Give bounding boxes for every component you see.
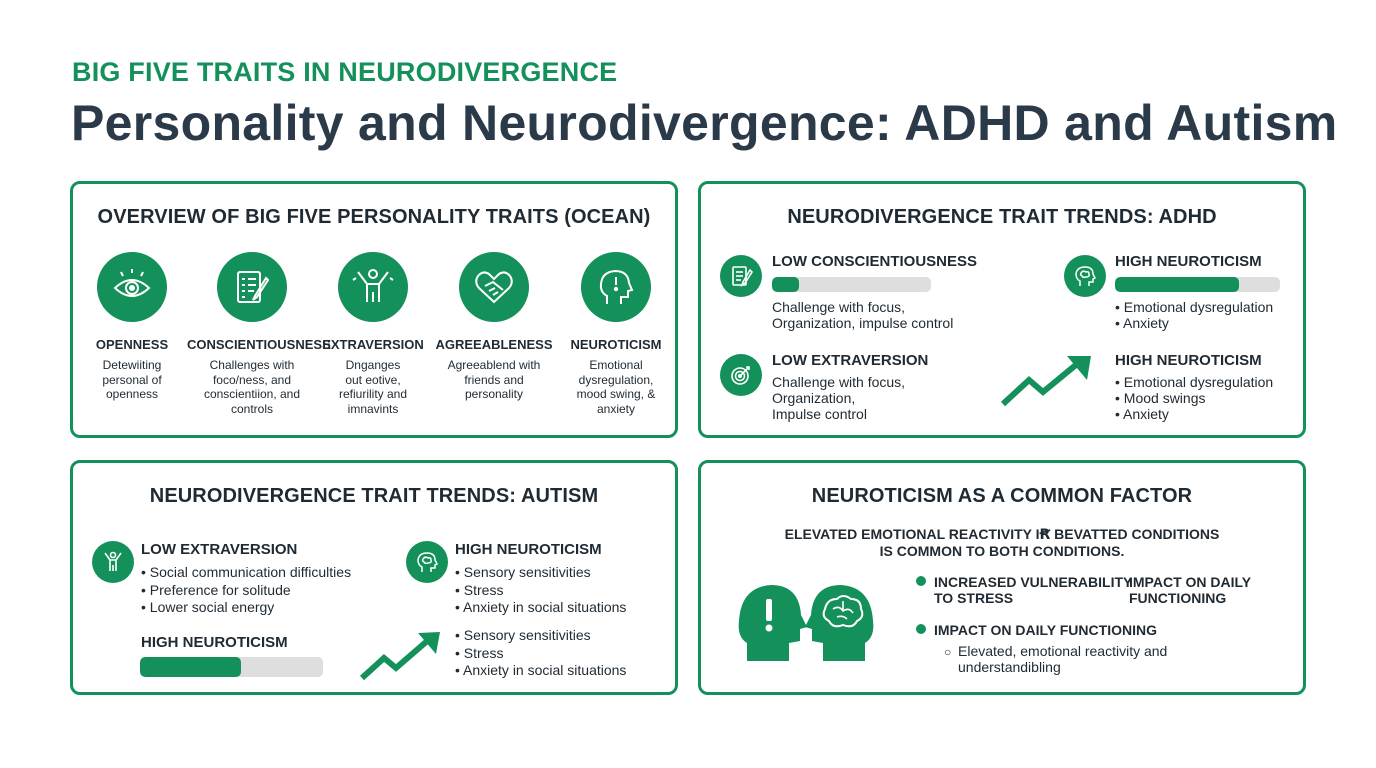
autism-low-extraversion-label: LOW EXTRAVERSION xyxy=(141,541,298,558)
bullet-dot xyxy=(916,576,926,586)
overview-title: OVERVIEW OF BIG FIVE PERSONALITY TRAITS … xyxy=(97,206,651,228)
trait-name: CONSCIENTIOUSNESS xyxy=(187,337,331,352)
checklist-icon xyxy=(217,252,287,322)
adhd-title: NEURODIVERGENCE TRAIT TRENDS: ADHD xyxy=(787,206,1217,228)
autism-high-neuroticism-label: HIGH NEUROTICISM xyxy=(455,541,602,558)
sub-bullet-marker: ○ xyxy=(944,645,952,659)
adhd-high-neuroticism-list: • Emotional dysregulation• Anxiety xyxy=(1115,299,1274,331)
autism-low-extraversion-list: • Social communication difficulties• Pre… xyxy=(141,564,352,615)
person-cheer-icon xyxy=(92,541,134,583)
common-factor-title: NEUROTICISM AS A COMMON FACTOR xyxy=(811,485,1193,507)
autism-high-neuroticism-list: • Sensory sensitivities• Stress• Anxiety… xyxy=(455,564,627,615)
bullet-dot xyxy=(916,624,926,634)
autism-panel: NEURODIVERGENCE TRAIT TRENDS: AUTISM LOW… xyxy=(70,460,678,695)
point-impact-daily-functioning: IMPACT ON DAILY FUNCTIONING xyxy=(934,622,1157,638)
adhd-low-conscientiousness-label: LOW CONSCIENTIOUSNESS xyxy=(772,253,978,270)
trait-name: NEUROTICISM xyxy=(570,337,662,352)
autism-high-neuroticism-list-2: • Sensory sensitivities• Stress• Anxiety… xyxy=(455,627,627,678)
adhd-low-extraversion-text: Challenge with focus,Organization,Impuls… xyxy=(772,374,906,422)
adhd-high-neuroticism-list-2: • Emotional dysregulation• Mood swings• … xyxy=(1115,374,1274,422)
brain-head-icon xyxy=(406,541,448,583)
heart-handshake-icon xyxy=(459,252,529,322)
adhd-panel: NEURODIVERGENCE TRAIT TRENDS: ADHD LOW C… xyxy=(698,181,1306,438)
bar-fill xyxy=(140,657,241,677)
target-icon xyxy=(720,354,762,396)
adhd-low-conscientiousness-bar xyxy=(772,277,931,292)
adhd-high-neuroticism-bar xyxy=(1115,277,1280,292)
overview-panel: OVERVIEW OF BIG FIVE PERSONALITY TRAITS … xyxy=(70,181,678,438)
bar-fill xyxy=(772,277,800,292)
adhd-high-neuroticism-label-2: HIGH NEUROTICISM xyxy=(1115,352,1262,369)
trend-up-arrow-icon xyxy=(359,632,440,681)
kicker-heading: BIG FIVE TRAITS IN NEURODIVERGENCE xyxy=(72,57,618,87)
adhd-low-extraversion-label: LOW EXTRAVERSION xyxy=(772,352,929,369)
two-heads-icon xyxy=(738,585,874,661)
eye-icon xyxy=(97,252,167,322)
person-cheer-icon xyxy=(338,252,408,322)
bar-fill xyxy=(1115,277,1239,292)
checklist-icon xyxy=(720,255,762,297)
common-factor-statement: ELEVATED EMOTIONAL REACTIVITY IꞦ BEVATTE… xyxy=(784,526,1220,559)
adhd-low-conscientiousness-text: Challenge with focus,Organization, impul… xyxy=(772,299,954,331)
autism-high-neuroticism-bar-label: HIGH NEUROTICISM xyxy=(141,634,288,651)
trend-up-arrow-icon xyxy=(1000,356,1091,407)
head-alert-icon xyxy=(581,252,651,322)
brain-head-icon xyxy=(1064,255,1106,297)
trait-name: EXTRAVERSION xyxy=(322,337,424,352)
trait-name: OPENNESS xyxy=(95,337,169,352)
page-title: Personality and Neurodivergence: ADHD an… xyxy=(71,95,1338,151)
autism-title: NEURODIVERGENCE TRAIT TRENDS: AUTISM xyxy=(149,485,599,507)
adhd-high-neuroticism-label: HIGH NEUROTICISM xyxy=(1115,253,1262,270)
common-factor-panel: NEUROTICISM AS A COMMON FACTOR ELEVATED … xyxy=(698,460,1306,695)
autism-high-neuroticism-bar xyxy=(140,657,323,677)
trait-name: AGREEABLENESS xyxy=(435,337,553,352)
